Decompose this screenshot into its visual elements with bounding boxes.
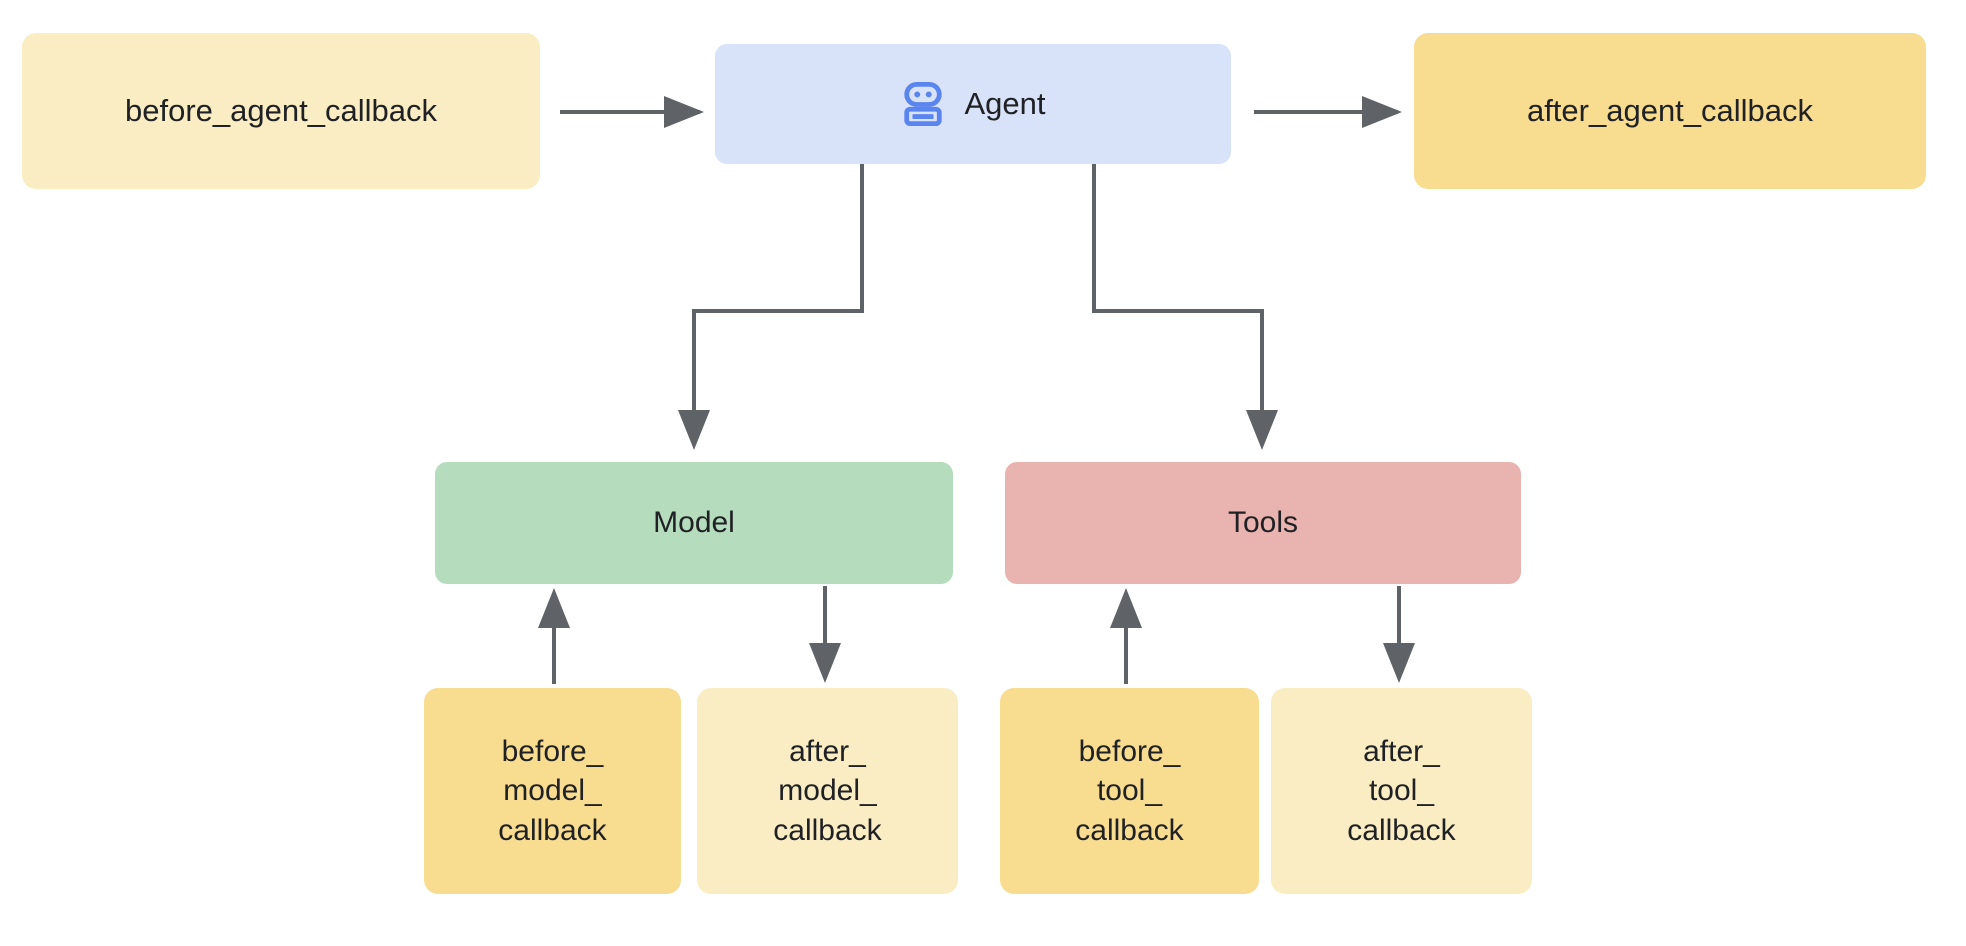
node-model-label: Model xyxy=(653,506,735,540)
edge-agent-to-model xyxy=(678,164,864,450)
node-tools[interactable]: Tools xyxy=(1005,462,1521,584)
node-after-model-callback[interactable]: after_ model_ callback xyxy=(697,688,958,894)
node-after-tool-callback[interactable]: after_ tool_ callback xyxy=(1271,688,1532,894)
agent-content: Agent xyxy=(900,81,1046,127)
node-before-agent-callback[interactable]: before_agent_callback xyxy=(22,33,540,189)
node-model[interactable]: Model xyxy=(435,462,953,584)
node-before-tool-callback-label: before_ tool_ callback xyxy=(1075,734,1184,847)
node-agent-label: Agent xyxy=(964,85,1046,121)
node-before-tool-callback[interactable]: before_ tool_ callback xyxy=(1000,688,1259,894)
node-agent[interactable]: Agent xyxy=(715,44,1231,164)
node-after-agent-callback-label: after_agent_callback xyxy=(1526,92,1814,128)
node-after-agent-callback[interactable]: after_agent_callback xyxy=(1414,33,1926,189)
node-tools-label: Tools xyxy=(1227,506,1299,540)
node-after-tool-callback-label: after_ tool_ callback xyxy=(1347,734,1456,847)
node-before-model-callback[interactable]: before_ model_ callback xyxy=(424,688,681,894)
node-before-agent-callback-label: before_agent_callback xyxy=(125,92,437,128)
robot-icon xyxy=(904,81,943,127)
node-after-model-callback-label: after_ model_ callback xyxy=(773,734,882,847)
node-before-model-callback-label: before_ model_ callback xyxy=(498,734,607,847)
edge-agent-to-tools xyxy=(1092,164,1278,450)
